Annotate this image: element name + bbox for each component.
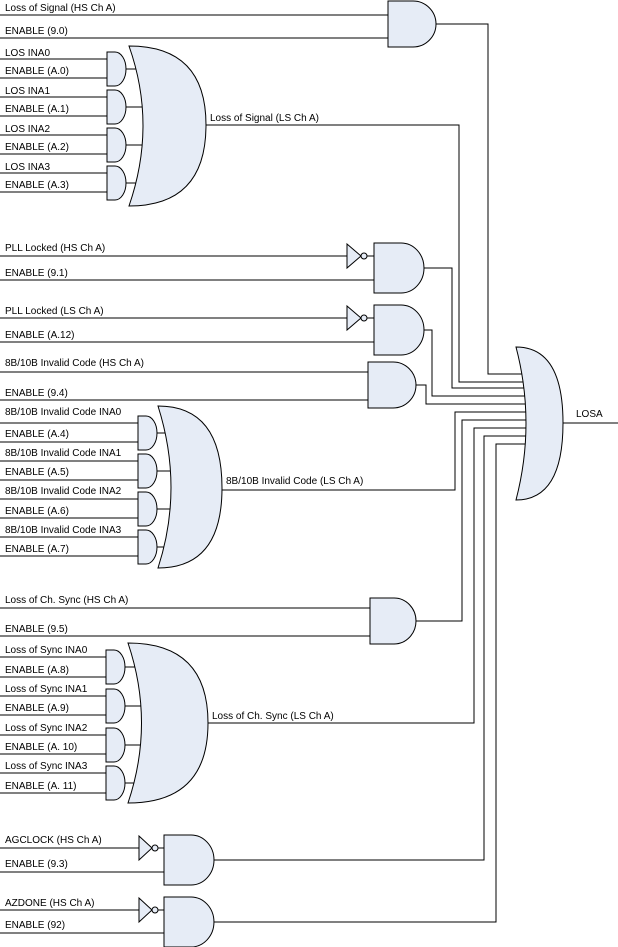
label-enable-a-4: ENABLE (A.4) — [5, 429, 69, 440]
los-hs-block: Loss of Signal (HS Ch A) ENABLE (9.0) — [0, 0, 527, 375]
losa-block: LOSA — [515, 346, 618, 501]
label-enable-a-12: ENABLE (A.12) — [5, 330, 74, 341]
label-enable-9-5: ENABLE (9.5) — [5, 624, 68, 635]
label-sync-ina0: Loss of Sync INA0 — [5, 645, 88, 656]
and-gate-sync-hs — [369, 597, 417, 645]
label-inv-hs: 8B/10B Invalid Code (HS Ch A) — [5, 358, 144, 369]
and-gate-inv-ina3 — [137, 529, 158, 565]
and-gate-pll-hs — [373, 242, 425, 294]
label-inv-ina1: 8B/10B Invalid Code INA1 — [5, 448, 122, 459]
and-gate-inv-ina1 — [137, 453, 158, 489]
or-gate-los-ls — [128, 45, 207, 207]
and-gate-inv-hs — [367, 361, 417, 409]
label-inv-ls: 8B/10B Invalid Code (LS Ch A) — [226, 476, 363, 487]
inv-ls-block: 8B/10B Invalid Code INA0 ENABLE (A.4) 8B… — [0, 405, 527, 569]
inverter-pll-hs — [346, 242, 362, 270]
and-gate-sync-ina2 — [105, 727, 126, 763]
label-enable-9-3: ENABLE (9.3) — [5, 859, 68, 870]
label-enable-a-3: ENABLE (A.3) — [5, 180, 69, 191]
label-enable-a-9: ENABLE (A.9) — [5, 703, 69, 714]
los-ls-block: LOS INA0 ENABLE (A.0) LOS INA1 ENABLE (A… — [0, 45, 527, 383]
agc-hs-block: AGCLOCK (HS Ch A) ENABLE (9.3) — [0, 435, 527, 886]
label-enable-a-5: ENABLE (A.5) — [5, 467, 69, 478]
label-inv-ina2: 8B/10B Invalid Code INA2 — [5, 486, 122, 497]
label-sync-ina1: Loss of Sync INA1 — [5, 684, 88, 695]
or-gate-losa — [515, 346, 564, 501]
pll-ls-block: PLL Locked (LS Ch A) ENABLE (A.12) — [0, 304, 527, 397]
label-sync-hs: Loss of Ch. Sync (HS Ch A) — [5, 595, 128, 606]
and-gate-sync-ina0 — [105, 649, 126, 685]
sync-ls-block: Loss of Sync INA0 ENABLE (A.8) Loss of S… — [0, 427, 527, 804]
or-gate-inv-ls — [157, 405, 223, 569]
label-enable-a-10: ENABLE (A. 10) — [5, 742, 77, 753]
and-gate-los-ina0 — [106, 51, 127, 87]
label-inv-ina0: 8B/10B Invalid Code INA0 — [5, 407, 122, 418]
inverter-azd-hs — [138, 896, 153, 924]
and-gate-sync-ina3 — [105, 765, 126, 801]
inverter-pll-ls — [346, 304, 362, 332]
label-enable-a-11: ENABLE (A. 11) — [5, 781, 77, 792]
label-los-ina2: LOS INA2 — [5, 124, 50, 135]
and-gate-los-ina1 — [106, 89, 127, 125]
label-inv-ina3: 8B/10B Invalid Code INA3 — [5, 525, 122, 536]
and-gate-los-ina3 — [106, 165, 127, 201]
azd-hs-block: AZDONE (HS Ch A) ENABLE (92) — [0, 443, 527, 947]
label-pll-ls: PLL Locked (LS Ch A) — [5, 306, 104, 317]
label-enable-a-8: ENABLE (A.8) — [5, 665, 69, 676]
label-los-ina1: LOS INA1 — [5, 86, 50, 97]
and-gate-inv-ina0 — [137, 415, 158, 451]
label-agc-hs: AGCLOCK (HS Ch A) — [5, 835, 102, 846]
label-enable-a-6: ENABLE (A.6) — [5, 506, 69, 517]
label-enable-9-4: ENABLE (9.4) — [5, 388, 68, 399]
label-enable-a-7: ENABLE (A.7) — [5, 544, 69, 555]
and-gate-inv-ina2 — [137, 491, 158, 527]
and-gate-agc-hs — [163, 834, 215, 886]
sync-hs-block: Loss of Ch. Sync (HS Ch A) ENABLE (9.5) — [0, 419, 527, 645]
label-enable-a-2: ENABLE (A.2) — [5, 142, 69, 153]
label-enable-a-1: ENABLE (A.1) — [5, 104, 69, 115]
label-enable-a-0: ENABLE (A.0) — [5, 66, 69, 77]
and-gate-los-hs — [387, 0, 437, 48]
pll-hs-block: PLL Locked (HS Ch A) ENABLE (9.1) — [0, 242, 527, 389]
label-enable-9-1: ENABLE (9.1) — [5, 268, 68, 279]
inv-hs-block: 8B/10B Invalid Code (HS Ch A) ENABLE (9.… — [0, 358, 527, 409]
inverter-agc-hs — [138, 834, 153, 862]
label-azd-hs: AZDONE (HS Ch A) — [5, 898, 94, 909]
label-los-hs: Loss of Signal (HS Ch A) — [5, 3, 116, 14]
label-enable-9-2: ENABLE (92) — [5, 920, 65, 931]
label-losa: LOSA — [576, 409, 603, 420]
label-los-ina3: LOS INA3 — [5, 162, 50, 173]
label-enable-9-0: ENABLE (9.0) — [5, 26, 68, 37]
label-sync-ina3: Loss of Sync INA3 — [5, 761, 88, 772]
label-pll-hs: PLL Locked (HS Ch A) — [5, 243, 105, 254]
and-gate-sync-ina1 — [105, 688, 126, 724]
label-sync-ls: Loss of Ch. Sync (LS Ch A) — [212, 711, 334, 722]
and-gate-pll-ls — [373, 304, 425, 356]
and-gate-los-ina2 — [106, 127, 127, 163]
label-sync-ina2: Loss of Sync INA2 — [5, 723, 88, 734]
label-los-ls: Loss of Signal (LS Ch A) — [210, 113, 319, 124]
or-gate-sync-ls — [127, 642, 209, 804]
label-los-ina0: LOS INA0 — [5, 48, 50, 59]
and-gate-azd-hs — [163, 896, 215, 947]
